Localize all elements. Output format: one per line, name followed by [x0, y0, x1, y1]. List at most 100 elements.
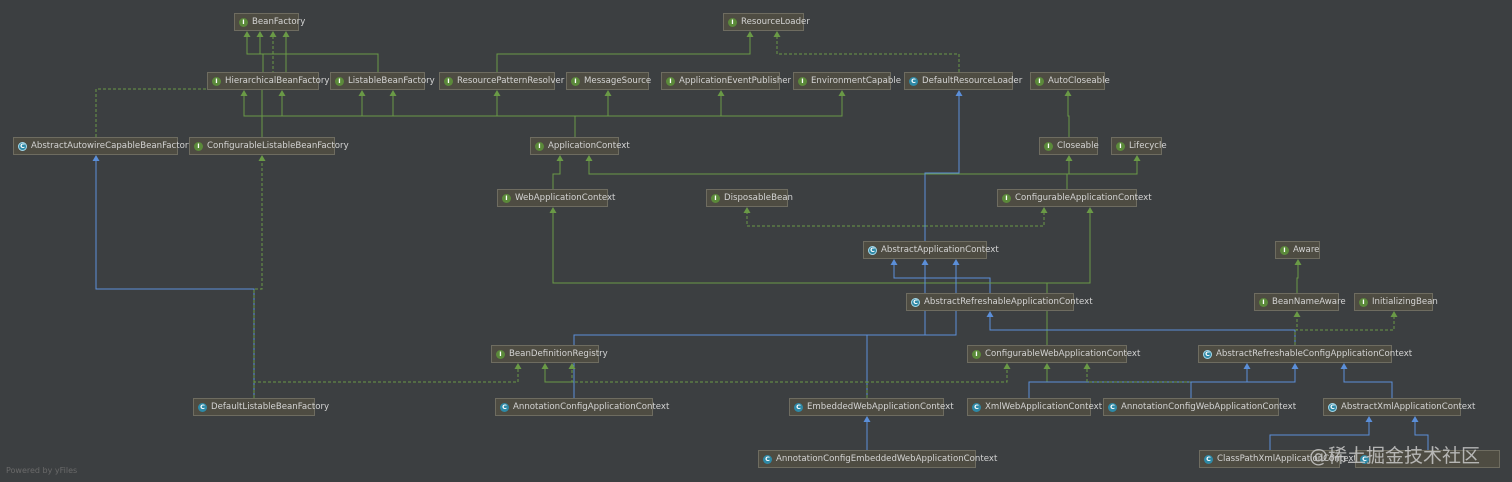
interface-icon: I: [239, 17, 248, 27]
edge-dependency: [95, 37, 274, 137]
interface-icon: I: [1259, 297, 1268, 307]
node-hierarchical-bean-factory[interactable]: I HierarchicalBeanFactory: [207, 72, 330, 90]
node-label: ApplicationContext: [548, 141, 630, 151]
arrow-head: [863, 416, 871, 422]
node-label: Aware: [1293, 245, 1320, 255]
node-lifecycle[interactable]: I Lifecycle: [1111, 137, 1167, 155]
edge-implements: [243, 96, 263, 137]
abstract-class-icon: C: [868, 245, 877, 255]
arrow-head: [541, 363, 549, 369]
class-icon: C: [500, 402, 509, 412]
interface-icon: I: [1044, 141, 1053, 151]
class-icon: C: [1360, 454, 1369, 464]
node-abstract-autowire-capable-bean-factory[interactable]: C AbstractAutowireCapableBeanFactory: [13, 137, 193, 155]
arrow-head: [1040, 207, 1048, 213]
node-application-context[interactable]: I ApplicationContext: [530, 137, 630, 155]
edge-dependency: [746, 213, 926, 241]
node-file-system-xml-application-context[interactable]: C: [1355, 450, 1500, 468]
node-label: Lifecycle: [1129, 141, 1167, 151]
node-closeable[interactable]: I Closeable: [1039, 137, 1099, 155]
interface-icon: I: [502, 193, 511, 203]
arrow-head: [1043, 363, 1051, 369]
interface-icon: I: [1359, 297, 1368, 307]
edge-dependency: [924, 213, 1045, 241]
class-icon: C: [763, 454, 772, 464]
edge-dependency: [1294, 317, 1395, 345]
edge-implements: [259, 37, 379, 72]
edge-implements: [496, 37, 751, 72]
node-label: ConfigurableApplicationContext: [1015, 193, 1152, 203]
edge-extends: [924, 96, 960, 241]
node-label: Closeable: [1057, 141, 1099, 151]
interface-icon: I: [535, 141, 544, 151]
node-label: AbstractRefreshableApplicationContext: [924, 297, 1093, 307]
arrow-head: [389, 90, 397, 96]
powered-by-label: Powered by yFiles: [6, 466, 78, 475]
arrow-head: [1065, 155, 1073, 161]
edge-implements: [496, 96, 576, 137]
interface-icon: I: [496, 349, 505, 359]
arrow-head: [1411, 416, 1419, 422]
node-bean-name-aware[interactable]: I BeanNameAware: [1254, 293, 1346, 311]
arrow-head: [278, 90, 286, 96]
node-label: ConfigurableWebApplicationContext: [985, 349, 1141, 359]
arrow-head: [746, 31, 754, 37]
node-label: HierarchicalBeanFactory: [225, 76, 330, 86]
edge-extends: [95, 161, 255, 398]
arrow-head: [1086, 207, 1094, 213]
interface-icon: I: [1116, 141, 1125, 151]
edge-extends: [866, 265, 957, 398]
interface-icon: I: [1035, 76, 1044, 86]
arrow-head: [890, 259, 898, 265]
interface-icon: I: [666, 76, 675, 86]
arrow-head: [568, 363, 576, 369]
class-icon: C: [1108, 402, 1117, 412]
abstract-class-icon: C: [18, 141, 27, 151]
edge-dependency: [253, 369, 519, 398]
edge-extends: [989, 317, 1296, 345]
class-icon: C: [972, 402, 981, 412]
arrow-head: [773, 31, 781, 37]
interface-icon: I: [212, 76, 221, 86]
edge-extends: [1414, 422, 1429, 450]
node-label: AbstractAutowireCapableBeanFactory: [31, 141, 194, 151]
node-label: MessageSource: [584, 76, 652, 86]
interface-icon: I: [194, 141, 203, 151]
interface-icon: I: [798, 76, 807, 86]
node-label: BeanNameAware: [1272, 297, 1346, 307]
edge-extends: [1343, 369, 1393, 398]
interface-icon: I: [972, 349, 981, 359]
node-configurable-web-application-context[interactable]: I ConfigurableWebApplicationContext: [967, 345, 1140, 363]
edge-implements: [1067, 96, 1070, 137]
class-icon: C: [198, 402, 207, 412]
arrow-head: [1133, 155, 1141, 161]
node-label: DefaultResourceLoader: [922, 76, 1023, 86]
